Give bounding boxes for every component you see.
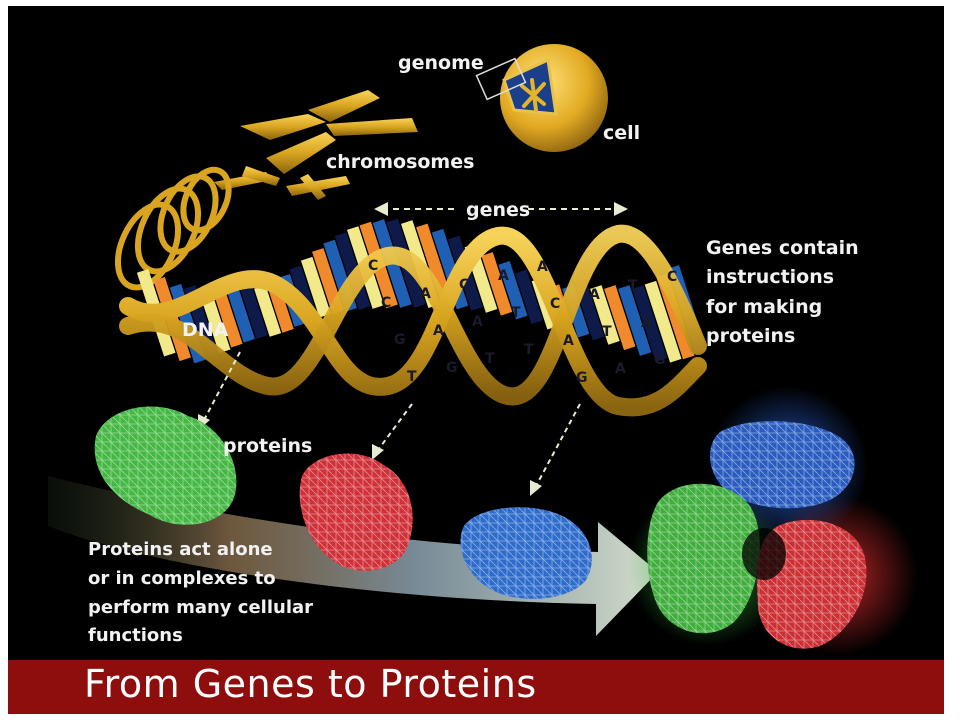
genome-label: genome xyxy=(398,52,484,74)
dna-base-letter: A xyxy=(472,314,483,330)
dna-base-letter: A xyxy=(589,287,600,303)
proteins-caption-line: Proteins act alone xyxy=(88,539,273,560)
dna-base-letter: C xyxy=(550,296,560,312)
diagram-artwork: C C G T A A G C A T A T T A C A G A T A T A G C xyxy=(48,44,918,656)
base-pair-rung xyxy=(240,285,268,339)
dna-base-letter: T xyxy=(485,351,495,367)
protein-complex xyxy=(628,386,918,656)
dna-base-letter: A xyxy=(641,315,652,331)
base-pair-rung xyxy=(300,256,331,318)
dna-base-letter: A xyxy=(433,323,444,339)
dna-base-letter: T xyxy=(628,278,638,294)
genes-caption-line: Genes contain xyxy=(706,237,859,259)
genes-caption-line: for making xyxy=(706,295,823,318)
dna-base-letter: C xyxy=(459,277,469,293)
dna-label: DNA xyxy=(182,319,229,341)
chromosomes-label: chromosomes xyxy=(326,151,475,173)
banner-title: From Genes to Proteins xyxy=(84,662,537,706)
dna-base-letter: A xyxy=(563,333,574,349)
dna-base-letter: T xyxy=(407,369,417,385)
base-pair-rung xyxy=(481,252,513,316)
genes-caption: Genes contain instructions for making pr… xyxy=(706,234,859,352)
base-pair-rung xyxy=(266,281,294,333)
dna-base-letter: T xyxy=(511,305,521,321)
base-pair-rung xyxy=(212,285,243,348)
base-pair-rung xyxy=(576,285,605,341)
chromosome-small xyxy=(286,174,350,200)
base-pair-rung xyxy=(618,285,652,356)
base-pair-rung xyxy=(254,285,282,337)
cell-illustration xyxy=(475,44,608,152)
dna-base-letter: A xyxy=(537,259,548,275)
gene-to-protein-arrows xyxy=(198,351,581,496)
genes-span-arrow xyxy=(374,202,628,216)
proteins-caption-line: perform many cellular xyxy=(88,596,314,618)
dna-base-letter: A xyxy=(615,361,626,377)
dna-base-letter: G xyxy=(394,332,406,348)
dna-base-letters: C C G T A A G C A T A T T A C A G A T A T A G C xyxy=(368,258,677,386)
base-pair-rung xyxy=(644,280,682,363)
proteins-caption: Proteins act alone or in complexes to pe… xyxy=(88,536,313,651)
protein-red xyxy=(299,453,413,571)
chromosome-large xyxy=(240,90,418,174)
genome-callout-box xyxy=(475,57,527,101)
genes-caption-line: proteins xyxy=(706,325,796,348)
genes-label: genes xyxy=(466,199,531,221)
proteins-caption-line: functions xyxy=(88,625,183,647)
protein-blue xyxy=(460,507,592,599)
genes-caption-line: instructions xyxy=(706,266,835,289)
diagram-frame: C C G T A A G C A T A T T A C A G A T A T A G C xyxy=(8,6,944,714)
dna-base-letter: G xyxy=(654,352,666,368)
dna-base-letter: C xyxy=(667,269,677,285)
dna-base-letter: T xyxy=(602,324,612,340)
cell-label: cell xyxy=(603,122,641,144)
base-pair-rung xyxy=(226,285,255,343)
dna-base-letter: C xyxy=(368,258,378,274)
title-banner: From Genes to Proteins xyxy=(8,660,944,714)
dna-strand-b xyxy=(119,224,707,406)
dna-base-letter: C xyxy=(381,295,391,311)
protein-green xyxy=(94,406,237,525)
proteins-caption-line: or in complexes to xyxy=(88,567,276,589)
genome-chromosome-icon xyxy=(520,78,546,112)
base-pair-rung xyxy=(515,269,543,325)
base-pair-rung xyxy=(590,285,620,345)
proteins-label: proteins xyxy=(223,435,313,457)
dna-base-letter: T xyxy=(524,342,534,358)
dna-base-letter: G xyxy=(576,370,588,386)
dna-coil xyxy=(114,166,232,291)
dna-base-letter: G xyxy=(446,360,458,376)
base-pair-rung xyxy=(604,285,636,351)
dna-base-letter: A xyxy=(420,286,431,302)
base-pair-rung xyxy=(632,285,668,362)
dna-base-letter: A xyxy=(498,268,509,284)
base-pair-rung xyxy=(498,261,528,320)
